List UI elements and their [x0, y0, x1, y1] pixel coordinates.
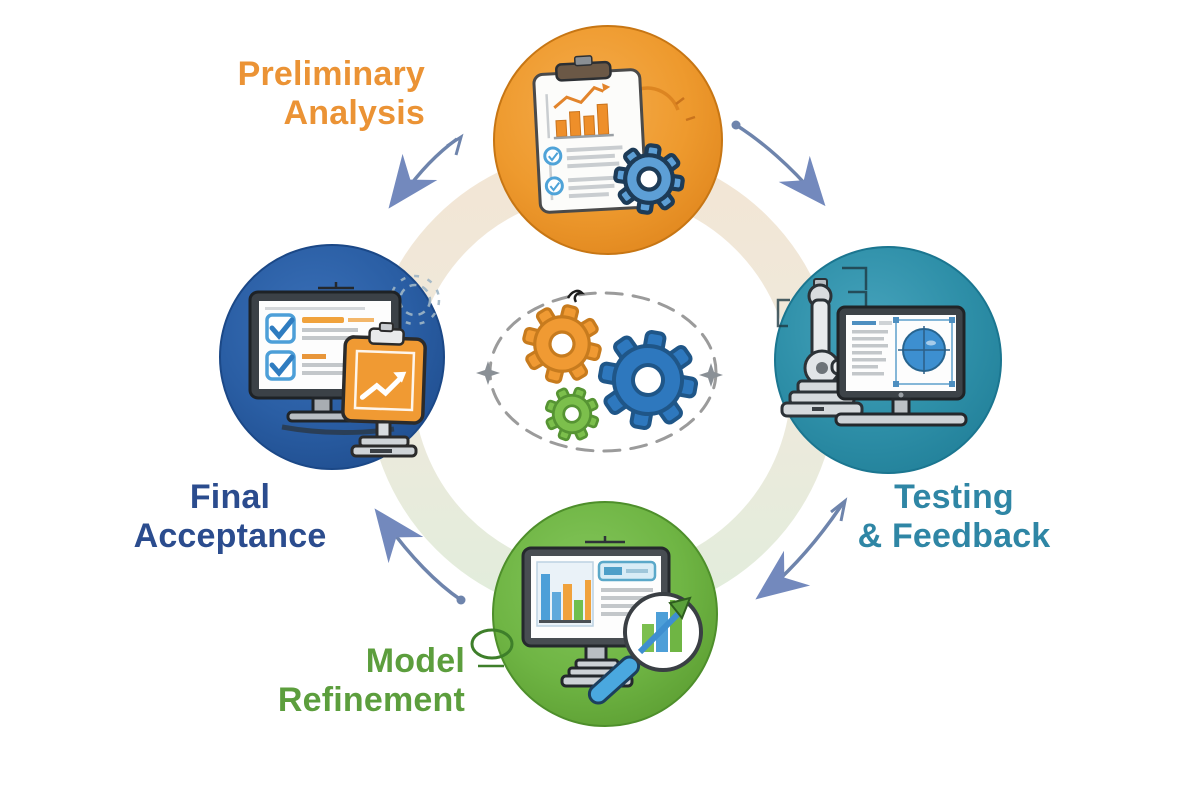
mini-bar-chart	[553, 83, 614, 140]
four-point-star-left-icon	[476, 361, 500, 385]
stage-circle-model-refinement	[470, 501, 718, 727]
arrow-right-to-bottom	[742, 497, 848, 617]
gear-squiggle-accent	[566, 289, 586, 303]
approved-clipboard-sign	[341, 321, 427, 458]
stage-circle-final-acceptance	[219, 244, 445, 470]
cycle-arrows	[357, 120, 848, 617]
arrow-bottom-to-left	[357, 495, 466, 605]
label-preliminary-analysis: Preliminary Analysis	[237, 55, 425, 133]
arrow-top-to-right	[731, 120, 841, 220]
monitor-checklist-clipboard-icon	[248, 274, 441, 458]
label-final-acceptance: Final Acceptance	[133, 478, 327, 556]
sketch-cloud	[470, 628, 514, 660]
label-testing-feedback: Testing & Feedback	[857, 478, 1051, 556]
four-point-star-right-icon	[699, 363, 723, 387]
monitor-chart-magnifier-icon	[470, 536, 703, 705]
measurement-arm-cad-monitor-icon	[776, 266, 968, 427]
stage-circle-preliminary-analysis	[493, 25, 723, 255]
arrow-left-to-top	[371, 133, 464, 222]
blue-gear-icon	[590, 322, 706, 438]
center-gears-hub	[476, 289, 723, 453]
magnifier-icon	[587, 592, 703, 705]
stage-circle-testing-feedback	[774, 246, 1002, 474]
checklist-rows	[543, 145, 623, 199]
label-model-refinement: Model Refinement	[277, 642, 465, 720]
cad-monitor	[834, 305, 968, 427]
clipboard-report-chart-gear-icon	[532, 55, 696, 217]
green-gear-icon	[536, 378, 608, 450]
